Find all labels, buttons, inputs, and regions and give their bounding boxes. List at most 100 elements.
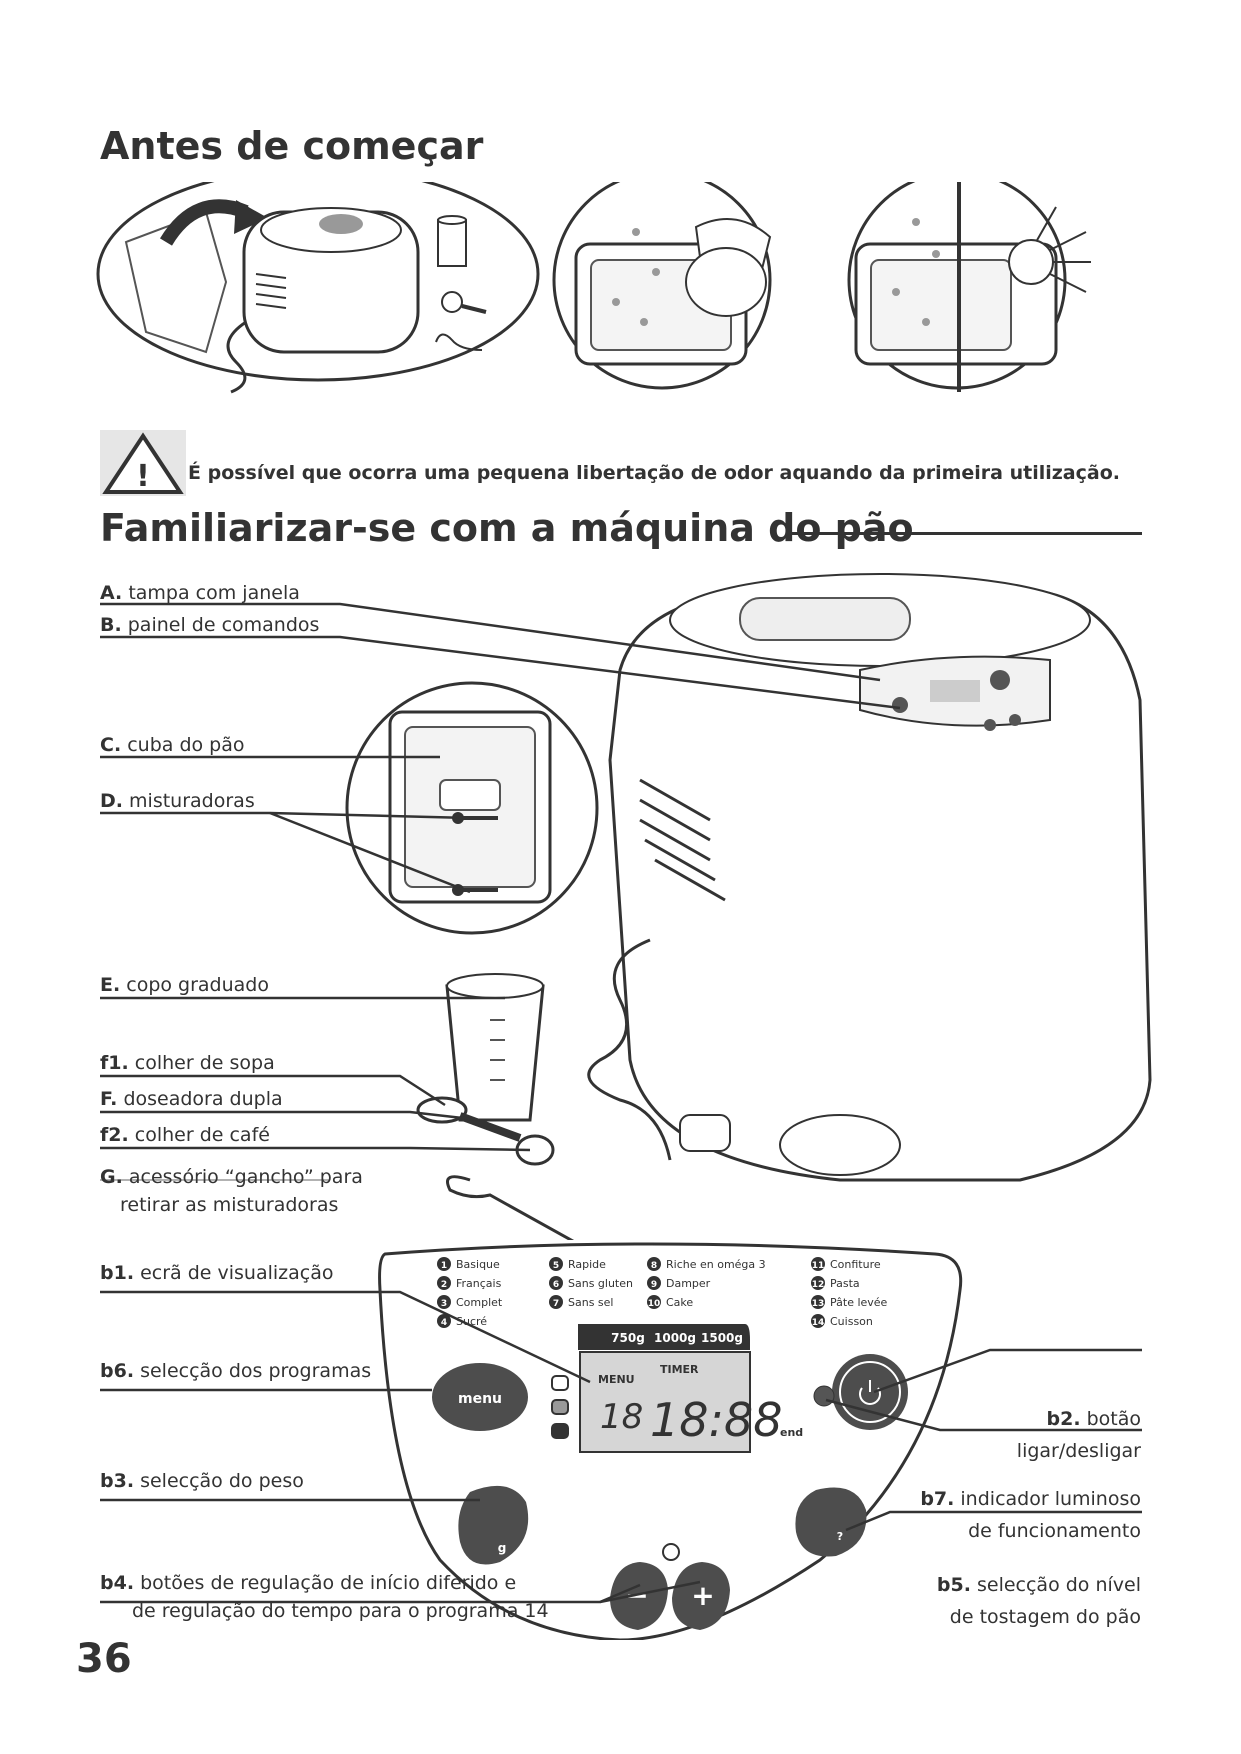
hook-accessory-drawing — [446, 1175, 575, 1240]
program-number: 3 — [441, 1299, 447, 1309]
program-number: 6 — [553, 1280, 559, 1290]
program-name: Pasta — [830, 1277, 860, 1290]
panel-label-b2-line2: ligar/desligar — [1016, 1440, 1141, 1462]
panel-label-b7: b7. indicador luminoso — [920, 1488, 1141, 1510]
lcd-time-digits: 18:88 — [650, 1393, 783, 1447]
weight-bar — [578, 1324, 750, 1350]
program-number-badge — [811, 1314, 825, 1328]
program-number-badge — [811, 1295, 825, 1309]
program-number: 14 — [812, 1318, 825, 1328]
lcd-end-label: end — [780, 1426, 803, 1439]
plus-button[interactable] — [672, 1562, 730, 1630]
warning-triangle-icon: ! — [100, 430, 186, 496]
measuring-cup-drawing — [445, 973, 545, 1122]
program-number-badge — [811, 1276, 825, 1290]
part-label-f2: f2. colher de café — [100, 1124, 270, 1146]
program-number: 4 — [441, 1318, 447, 1328]
program-number-badge — [437, 1276, 451, 1290]
program-number: 10 — [648, 1299, 661, 1309]
weight-button[interactable] — [458, 1485, 529, 1565]
panel-label-b4: b4. botões de regulação de início diferi… — [100, 1572, 517, 1594]
weight-1500: 1500g — [701, 1331, 743, 1345]
section-heading-familiarize: Familiarizar-se com a máquina do pão — [100, 506, 914, 550]
program-name: Français — [456, 1277, 502, 1290]
panel-label-b7-line2: de funcionamento — [968, 1520, 1141, 1542]
program-number-badge — [549, 1295, 563, 1309]
part-label-b: B. painel de comandos — [100, 614, 320, 636]
program-number-badge — [437, 1257, 451, 1271]
program-number: 5 — [553, 1261, 559, 1271]
panel-label-b4-line2: de regulação do tempo para o programa 14 — [132, 1600, 549, 1622]
part-label-g-line2: retirar as misturadoras — [120, 1194, 339, 1216]
panel-label-b1: b1. ecrã de visualização — [100, 1262, 334, 1284]
program-number: 9 — [651, 1280, 657, 1290]
program-number-badge — [549, 1257, 563, 1271]
crust-button[interactable] — [795, 1487, 867, 1557]
program-name: Rapide — [568, 1258, 606, 1271]
program-number: 12 — [812, 1280, 825, 1290]
part-label-e: E. copo graduado — [100, 974, 269, 996]
unpacking-illustration — [96, 182, 540, 394]
program-number-badge — [437, 1295, 451, 1309]
page-number: 36 — [76, 1636, 132, 1682]
part-label-c: C. cuba do pão — [100, 734, 245, 756]
program-number-badge — [437, 1314, 451, 1328]
program-number: 2 — [441, 1280, 447, 1290]
program-name: Damper — [666, 1277, 711, 1290]
program-name: Complet — [456, 1296, 503, 1309]
program-number-badge — [647, 1295, 661, 1309]
plus-button-label: + — [691, 1579, 714, 1612]
panel-label-b2: b2. botão — [1046, 1408, 1142, 1430]
lcd-timer-label: TIMER — [660, 1363, 699, 1376]
menu-button-label: menu — [458, 1391, 502, 1407]
program-name: Pâte levée — [830, 1296, 888, 1309]
panel-label-b3: b3. selecção do peso — [100, 1470, 304, 1492]
program-name: Cuisson — [830, 1315, 873, 1328]
part-label-f1: f1. colher de sopa — [100, 1052, 275, 1074]
cleaning-illustration — [552, 182, 772, 390]
bread-pan-drawing — [345, 681, 599, 935]
program-name: Cake — [666, 1296, 693, 1309]
program-number-badge — [647, 1276, 661, 1290]
weight-1000: 1000g — [654, 1331, 696, 1345]
part-label-d: D. misturadoras — [100, 790, 255, 812]
power-indicator-light — [813, 1385, 835, 1407]
bread-machine-drawing — [587, 573, 1152, 1182]
machine-diagram — [100, 573, 1152, 1240]
program-number-badge — [549, 1276, 563, 1290]
weight-750: 750g — [611, 1331, 645, 1345]
program-name: Sans sel — [568, 1296, 613, 1309]
crust-button-label: ? — [837, 1530, 843, 1543]
program-number: 13 — [812, 1299, 825, 1309]
part-label-g: G. acessório “gancho” para — [100, 1166, 363, 1188]
minus-button[interactable] — [610, 1562, 668, 1630]
program-number-badge — [811, 1257, 825, 1271]
part-label-f: F. doseadora dupla — [100, 1088, 283, 1110]
program-number: 8 — [651, 1261, 657, 1271]
program-number: 1 — [441, 1261, 447, 1271]
clock-icon — [662, 1543, 680, 1561]
program-name: Riche en oméga 3 — [666, 1258, 766, 1271]
lcd-display — [579, 1351, 751, 1453]
panel-leader-lines — [100, 1290, 1142, 1604]
svg-text:!: ! — [136, 459, 150, 494]
section-heading-before: Antes de começar — [100, 124, 484, 168]
program-name: Confiture — [830, 1258, 881, 1271]
lcd-program-digits: 18 — [600, 1397, 643, 1437]
part-label-a: A. tampa com janela — [100, 582, 300, 604]
program-name: Basique — [456, 1258, 500, 1271]
panel-label-b6: b6. selecção dos programas — [100, 1360, 372, 1382]
heading-rule — [790, 532, 1142, 535]
weight-button-label: g — [498, 1541, 507, 1555]
program-name: Sans gluten — [568, 1277, 633, 1290]
program-number-badge — [647, 1257, 661, 1271]
panel-label-b5: b5. selecção do nível — [936, 1574, 1141, 1596]
panel-label-b5-line2: de tostagem do pão — [949, 1606, 1141, 1628]
menu-button[interactable] — [432, 1363, 528, 1431]
lcd-menu-label: MENU — [598, 1373, 635, 1386]
setup-illustrations — [96, 182, 1091, 394]
crust-level-icons — [551, 1375, 569, 1439]
program-name: Sucré — [456, 1315, 487, 1328]
